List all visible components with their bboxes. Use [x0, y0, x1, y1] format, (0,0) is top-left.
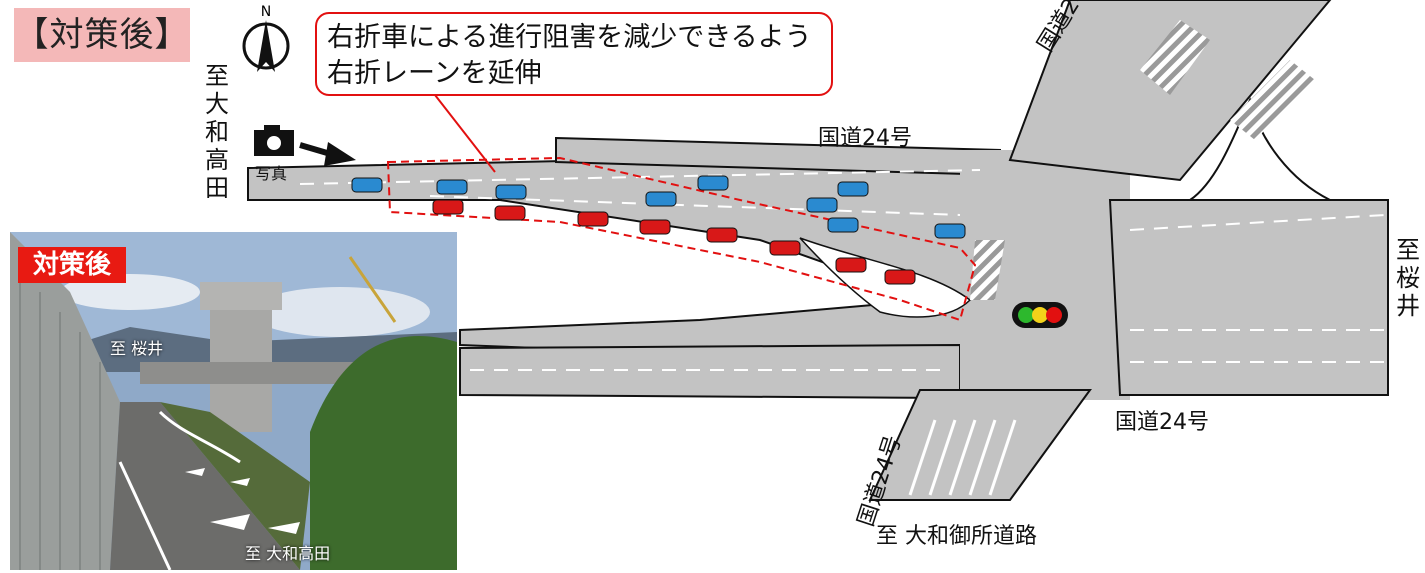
road-east [1108, 199, 1389, 396]
callout-leader [434, 94, 496, 173]
camera-caption: 写真 [255, 164, 288, 183]
direction-east-text: 至桜井 [1396, 236, 1420, 320]
photo-label-sakurai: 至 桜井 [110, 339, 164, 358]
photo-label-yamato: 至 大和高田 [245, 544, 331, 563]
cars [351, 175, 966, 285]
road-label-east-bottom: 国道24号 [1115, 410, 1209, 435]
north-arrow-icon: N [242, 4, 290, 72]
title-badge: 【対策後】 [14, 8, 190, 62]
camera-icon [254, 125, 294, 156]
direction-south: 至 大和御所道路 [876, 524, 1037, 549]
callout-line-1: 右折車による進行阻害を減少できるよう [327, 22, 812, 53]
photo-badge: 対策後 [18, 247, 126, 283]
road-south [868, 389, 1092, 501]
site-photo [10, 232, 457, 570]
direction-east: 至桜井 [1394, 236, 1422, 320]
road-lower-west [459, 343, 961, 400]
road-label-west-top: 国道24号 [818, 126, 912, 151]
callout-line-2: 右折レーンを延伸 [327, 58, 542, 89]
photo-scene [10, 232, 457, 570]
direction-west-text: 至大和高田 [205, 62, 229, 202]
direction-west: 至大和高田 [203, 62, 231, 202]
compass-letter: N [261, 4, 271, 20]
photo-direction-arrow [299, 142, 356, 166]
intersection [960, 150, 1130, 400]
callout-box: 右折車による進行阻害を減少できるよう 右折レーンを延伸 [315, 12, 833, 96]
traffic-signal-icon [1012, 302, 1068, 328]
